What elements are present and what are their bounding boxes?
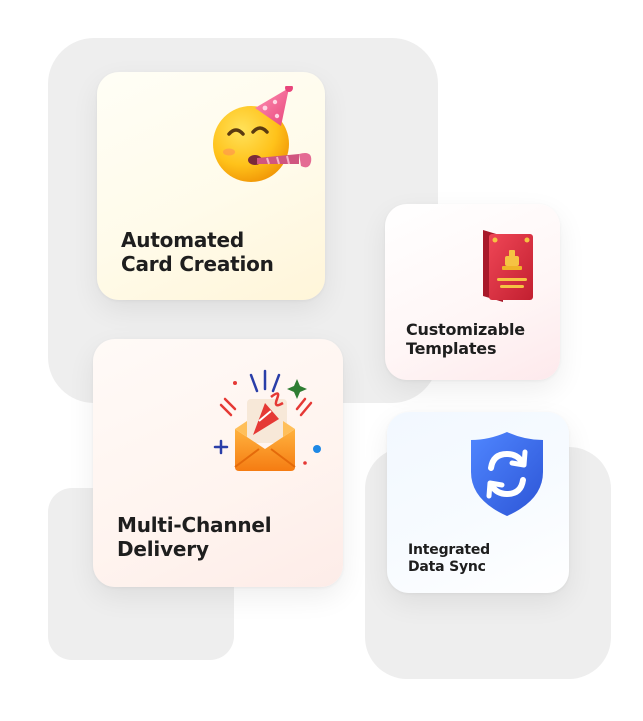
feature-card-integrated-data-sync: Integrated Data Sync bbox=[387, 412, 569, 593]
card-title: Customizable Templates bbox=[406, 320, 525, 359]
sync-shield-icon bbox=[471, 432, 543, 516]
card-title: Integrated Data Sync bbox=[408, 542, 490, 575]
card-title: Automated Card Creation bbox=[121, 228, 274, 276]
feature-card-multi-channel-delivery: Multi-Channel Delivery bbox=[93, 339, 343, 587]
celebration-envelope-icon bbox=[213, 369, 321, 471]
greeting-card-icon bbox=[483, 230, 533, 302]
party-face-icon bbox=[213, 86, 312, 182]
card-title: Multi-Channel Delivery bbox=[117, 513, 272, 561]
feature-card-customizable-templates: Customizable Templates bbox=[385, 204, 560, 380]
feature-card-automated-card-creation: Automated Card Creation bbox=[97, 72, 325, 300]
